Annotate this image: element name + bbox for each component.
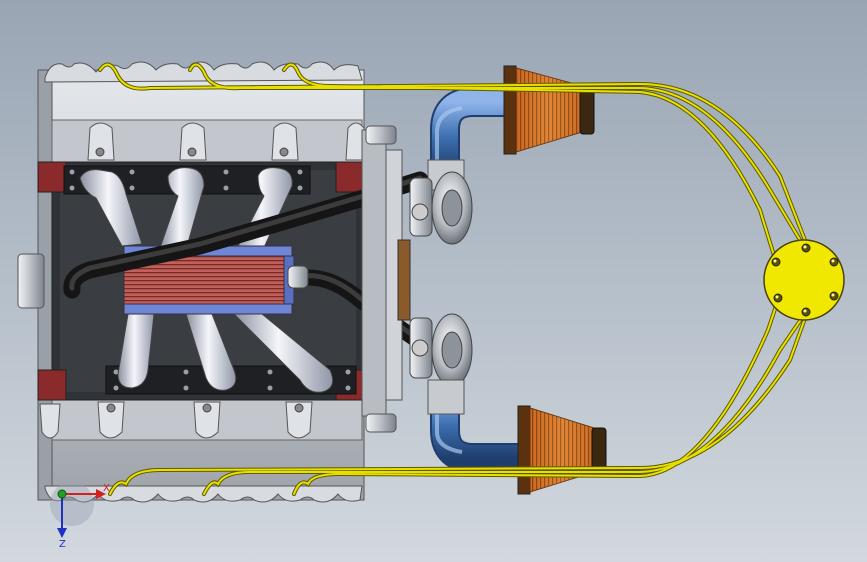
front-accessory-plate xyxy=(361,125,411,433)
axis-triad-icon: X Z xyxy=(50,482,110,550)
charge-hose-lower xyxy=(287,265,422,346)
axis-z-label: Z xyxy=(59,539,66,550)
turbocharger-lower[interactable] xyxy=(409,313,473,415)
exhaust-runners-lower xyxy=(117,313,334,393)
cam-cover-lobes-upper xyxy=(87,122,365,161)
ignition-wires xyxy=(98,62,810,496)
cam-cover-lobes-lower xyxy=(39,401,313,439)
intake-pipe-lower xyxy=(430,392,520,473)
charge-hose-upper xyxy=(63,171,429,299)
air-filter-lower[interactable] xyxy=(517,405,607,495)
air-filter-upper[interactable] xyxy=(503,65,595,155)
axis-x-label: X xyxy=(103,483,110,494)
intake-pipe-upper xyxy=(430,87,515,172)
turbocharger-upper[interactable] xyxy=(409,159,473,245)
distributor-cap[interactable] xyxy=(763,239,845,321)
